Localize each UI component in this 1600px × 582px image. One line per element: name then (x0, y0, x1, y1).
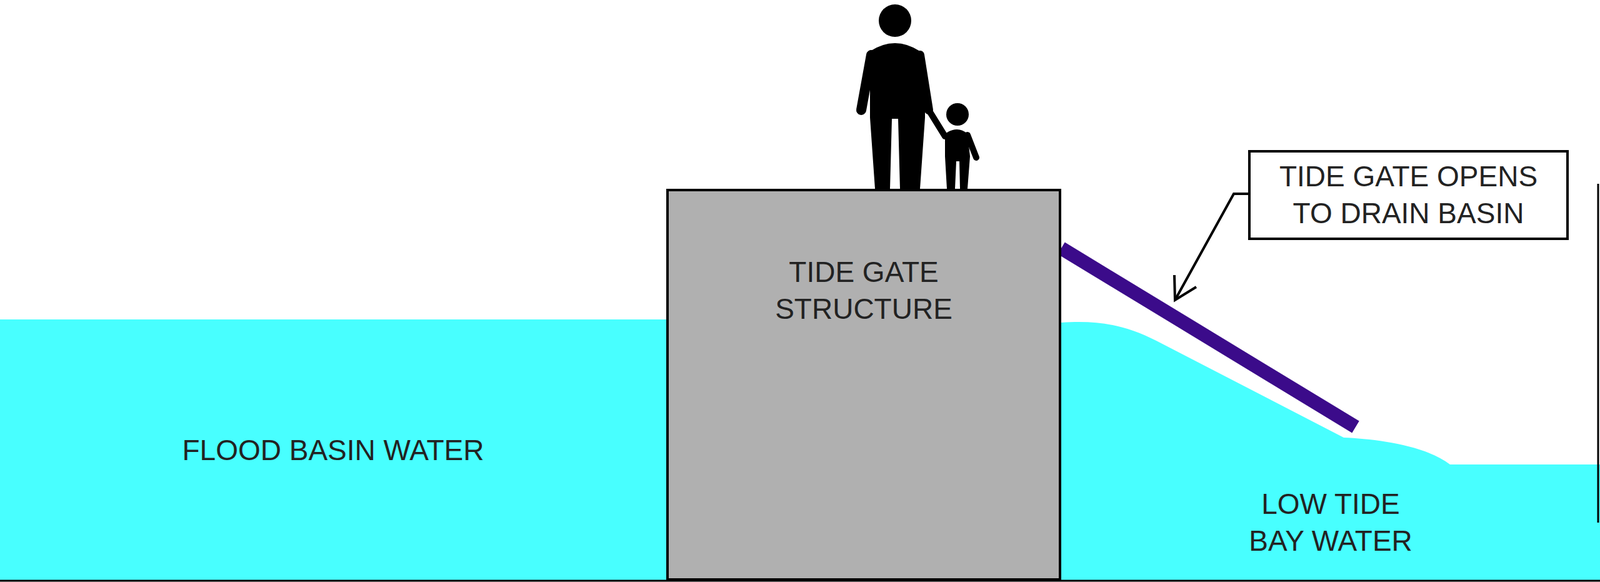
node-label: LOW TIDE BAY WATER (1236, 485, 1425, 560)
outflow-water (1061, 321, 1450, 465)
callout-box: TIDE GATE OPENS TO DRAIN BASIN (1248, 150, 1569, 240)
arrow-head (1174, 275, 1197, 300)
adult-figure (861, 4, 945, 189)
tide-gate-structure: TIDE GATE STRUCTURE (666, 188, 1062, 581)
node-label: FLOOD BASIN WATER (181, 431, 484, 469)
bay-water: LOW TIDE BAY WATER (1061, 464, 1600, 581)
child-figure (945, 103, 977, 189)
flood-basin-water: FLOOD BASIN WATER (0, 319, 667, 581)
tide-gate-flap (1061, 248, 1356, 427)
node-label: TIDE GATE STRUCTURE (770, 253, 958, 328)
leader-line (1175, 193, 1249, 300)
node-label: TIDE GATE OPENS TO DRAIN BASIN (1271, 158, 1547, 232)
